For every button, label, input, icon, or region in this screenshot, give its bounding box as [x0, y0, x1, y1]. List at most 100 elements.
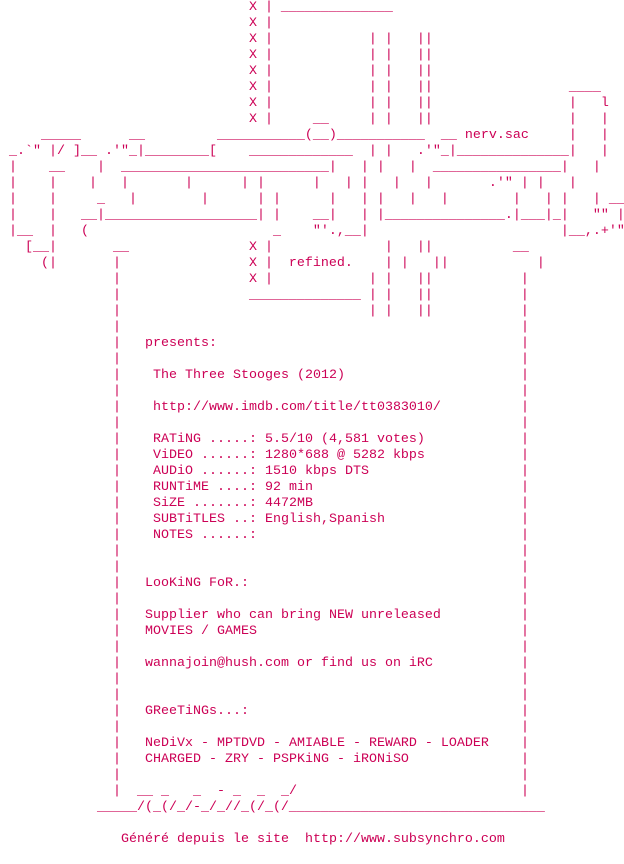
box-border-right: | — [521, 512, 529, 527]
ascii-art-row: | | _ | | | | | | | | | | | | | __ — [1, 192, 624, 207]
ascii-art-row: X | | | || — [1, 64, 433, 79]
box-border-right: | — [521, 320, 529, 335]
box-border-right: | — [521, 672, 529, 687]
ascii-art-row: _.`" |/ ]__ .'"_|________[ _____________… — [1, 144, 609, 159]
box-border-left: | — [113, 368, 121, 383]
ascii-art-row: X | | | || | l — [1, 96, 609, 111]
box-border-left: | — [113, 576, 121, 591]
box-border-left: | — [113, 768, 121, 783]
box-border-right: | — [521, 448, 529, 463]
box-border-left: | — [113, 688, 121, 703]
box-border-left: | — [113, 352, 121, 367]
box-border-right: | — [521, 624, 529, 639]
notes-info: NOTES ......: — [121, 528, 257, 543]
box-border-right: | — [521, 592, 529, 607]
ascii-art-row: X | | | || — [1, 32, 433, 47]
ascii-art-row: | | | | | | | | | | | | .'" | | | — [1, 176, 577, 191]
box-border-right: | — [521, 480, 529, 495]
ascii-art-row: _____ __ ___________(__)___________ __ n… — [1, 128, 609, 143]
box-border-left: | — [113, 704, 121, 719]
box-border-right: | — [521, 608, 529, 623]
box-border-left: | — [113, 624, 121, 639]
box-border-right: | — [521, 688, 529, 703]
ascii-art-row: (| | X | refined. | | || | — [1, 256, 545, 271]
box-border-left: | — [113, 672, 121, 687]
rating-info: RATiNG .....: 5.5/10 (4,581 votes) — [121, 432, 425, 447]
box-border-right: | — [521, 544, 529, 559]
imdb-link: http://www.imdb.com/title/tt0383010/ — [121, 400, 441, 415]
box-border-right: | — [521, 656, 529, 671]
ascii-art-row: |__ | ( _ "'.,__| |__,.+'" — [1, 224, 624, 239]
ascii-art-row: | | __|___________________| | __| | |___… — [1, 208, 624, 223]
ascii-art-row: X | — [1, 16, 273, 31]
box-border-left: | — [113, 480, 121, 495]
box-border-left: | — [113, 544, 121, 559]
box-border-left: | — [113, 752, 121, 767]
ascii-art-row: [__| __ X | | || __ — [1, 240, 529, 255]
greetings-heading: GReeTiNGs...: — [121, 704, 249, 719]
release-title: The Three Stooges (2012) — [121, 368, 345, 383]
ascii-art-row: X | | | || — [1, 48, 433, 63]
greetings-line-1: NeDiVx - MPTDVD - AMIABLE - REWARD - LOA… — [121, 736, 489, 751]
looking-for-line-2: MOVIES / GAMES — [121, 624, 257, 639]
runtime-info: RUNTiME ....: 92 min — [121, 480, 313, 495]
box-border-right: | — [521, 768, 529, 783]
box-border-right: | — [521, 400, 529, 415]
box-border-right: | — [521, 576, 529, 591]
ascii-art-row: X | __ | | || | | — [1, 112, 609, 127]
contact-line: wannajoin@hush.com or find us on iRC — [121, 656, 433, 671]
box-border-left: | — [113, 464, 121, 479]
box-border-right: | — [521, 560, 529, 575]
ascii-art-row: | ______________ | | || | — [1, 288, 529, 303]
presents-label: presents: — [121, 336, 217, 351]
box-border-left: | — [113, 784, 121, 799]
looking-for-heading: LooKiNG FoR.: — [121, 576, 249, 591]
subtitles-info: SUBTiTLES ..: English,Spanish — [121, 512, 385, 527]
box-border-right: | — [521, 496, 529, 511]
box-border-left: | — [113, 496, 121, 511]
box-border-right: | — [521, 720, 529, 735]
box-border-right: | — [521, 752, 529, 767]
box-border-right: | — [521, 464, 529, 479]
box-border-right: | — [521, 736, 529, 751]
ascii-art-row: | | | || | — [1, 304, 529, 319]
ascii-art-row: | __ | __________________________| | | |… — [1, 160, 601, 175]
box-border-right: | — [521, 640, 529, 655]
looking-for-line-1: Supplier who can bring NEW unreleased — [121, 608, 441, 623]
box-border-right: | — [521, 352, 529, 367]
box-border-left: | — [113, 432, 121, 447]
box-border-left: | — [113, 320, 121, 335]
box-border-right: | — [521, 704, 529, 719]
box-border-left: | — [113, 448, 121, 463]
greetings-line-2: CHARGED - ZRY - PSPKiNG - iRONiSO — [121, 752, 409, 767]
box-border-left: | — [113, 640, 121, 655]
box-border-right: | — [521, 432, 529, 447]
generated-credit: Généré depuis le site http://www.subsync… — [121, 832, 505, 847]
box-border-right: | — [521, 528, 529, 543]
box-border-right: | — [521, 784, 529, 799]
ascii-art-row: X | ______________ — [1, 0, 393, 15]
box-border-left: | — [113, 384, 121, 399]
size-info: SiZE .......: 4472MB — [121, 496, 313, 511]
ascii-art-footer: _____/(_(/_/-_/_//_(/_(/________________… — [1, 800, 545, 815]
box-border-left: | — [113, 416, 121, 431]
box-border-left: | — [113, 400, 121, 415]
box-border-left: | — [113, 528, 121, 543]
logo-art-top: __ _ _ - _ _ _/ — [121, 784, 297, 799]
audio-info: AUDiO ......: 1510 kbps DTS — [121, 464, 369, 479]
ascii-art-row: | X | | | || | — [1, 272, 529, 287]
box-border-left: | — [113, 336, 121, 351]
box-border-right: | — [521, 368, 529, 383]
box-border-left: | — [113, 592, 121, 607]
box-border-left: | — [113, 560, 121, 575]
video-info: ViDEO ......: 1280*688 @ 5282 kbps — [121, 448, 425, 463]
ascii-art-row: X | | | || ____ — [1, 80, 601, 95]
box-border-right: | — [521, 336, 529, 351]
box-border-right: | — [521, 416, 529, 431]
box-border-left: | — [113, 656, 121, 671]
box-border-left: | — [113, 720, 121, 735]
box-border-right: | — [521, 384, 529, 399]
box-border-left: | — [113, 736, 121, 751]
box-border-left: | — [113, 608, 121, 623]
